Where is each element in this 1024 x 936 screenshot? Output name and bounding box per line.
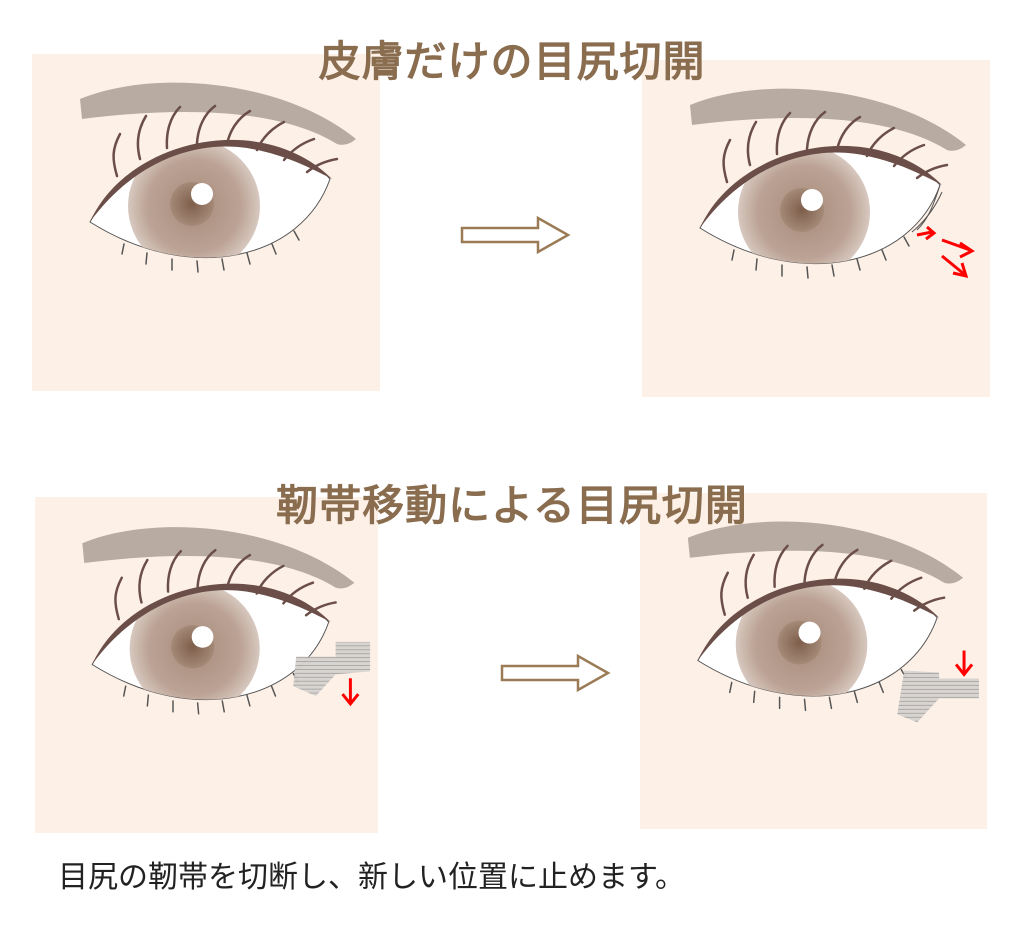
ligament-band-icon: [293, 641, 371, 697]
section-title-skin-only: 皮膚だけの目尻切開: [318, 37, 706, 86]
eye-illustration-bottom-after: [640, 493, 980, 723]
red-diverging-arrows-icon: [916, 225, 975, 279]
caption-text: 目尻の靭帯を切断し、新しい位置に止めます。: [58, 860, 685, 895]
red-down-arrow-icon: [954, 650, 974, 677]
red-down-arrow-icon: [341, 678, 360, 707]
transition-arrow-bottom-icon: [500, 653, 611, 693]
ligament-band-icon: [897, 670, 980, 723]
eye-illustration-top-before: [32, 54, 380, 391]
transition-arrow-top-icon: [460, 215, 571, 255]
section-title-ligament: 靭帯移動による目尻切開: [276, 481, 748, 530]
eye-illustration-bottom-before: [35, 497, 371, 833]
eye-illustration-top-after: [642, 60, 975, 397]
